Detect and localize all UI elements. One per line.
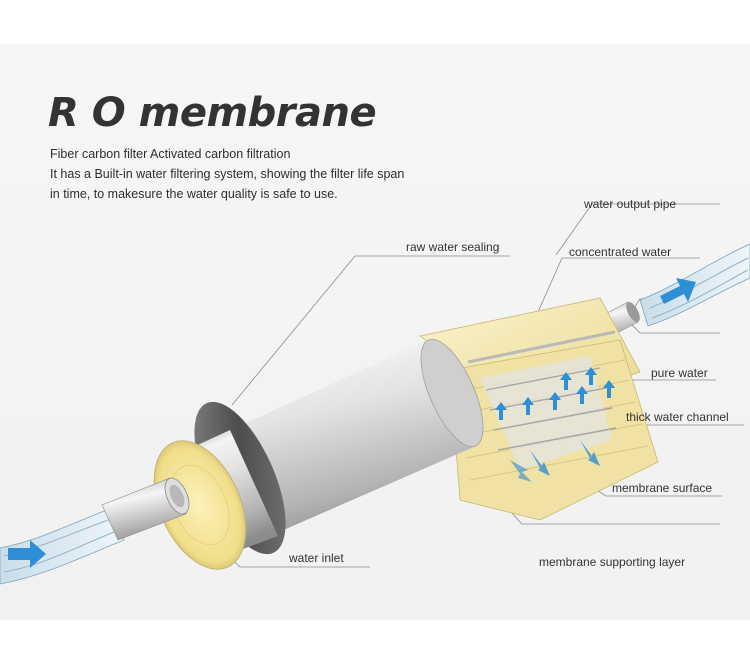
label-water-output-pipe: water output pipe bbox=[584, 197, 677, 211]
outlet-water-stream bbox=[639, 243, 750, 327]
description-line-3: in time, to makesure the water quality i… bbox=[50, 187, 338, 201]
inner-flow-arrows bbox=[495, 367, 615, 482]
label-thick-water-channel: thick water channel bbox=[626, 410, 729, 424]
label-water-inlet: water inlet bbox=[289, 551, 344, 565]
inlet-water-stream bbox=[0, 507, 125, 585]
label-raw-water-sealing: raw water sealing bbox=[406, 240, 500, 254]
label-pure-water: pure water bbox=[651, 366, 708, 380]
leader-concentrated-water bbox=[529, 257, 700, 331]
description-line-1: Fiber carbon filter Activated carbon fil… bbox=[50, 147, 291, 161]
leader-raw-water-sealing bbox=[231, 255, 510, 406]
description-line-2: It has a Built-in water filtering system… bbox=[50, 167, 405, 181]
leader-water-output-pipe bbox=[555, 203, 720, 256]
page-title: R O membrane bbox=[48, 90, 377, 136]
inlet-flow-arrow bbox=[8, 540, 46, 568]
label-membrane-supporting-layer: membrane supporting layer bbox=[539, 555, 686, 569]
label-membrane-surface: membrane surface bbox=[612, 481, 713, 495]
membrane-housing bbox=[153, 338, 484, 570]
outlet-flow-arrow bbox=[660, 278, 696, 304]
water-inlet-pipe bbox=[101, 477, 190, 541]
label-concentrated-water: concentrated water bbox=[569, 245, 672, 259]
